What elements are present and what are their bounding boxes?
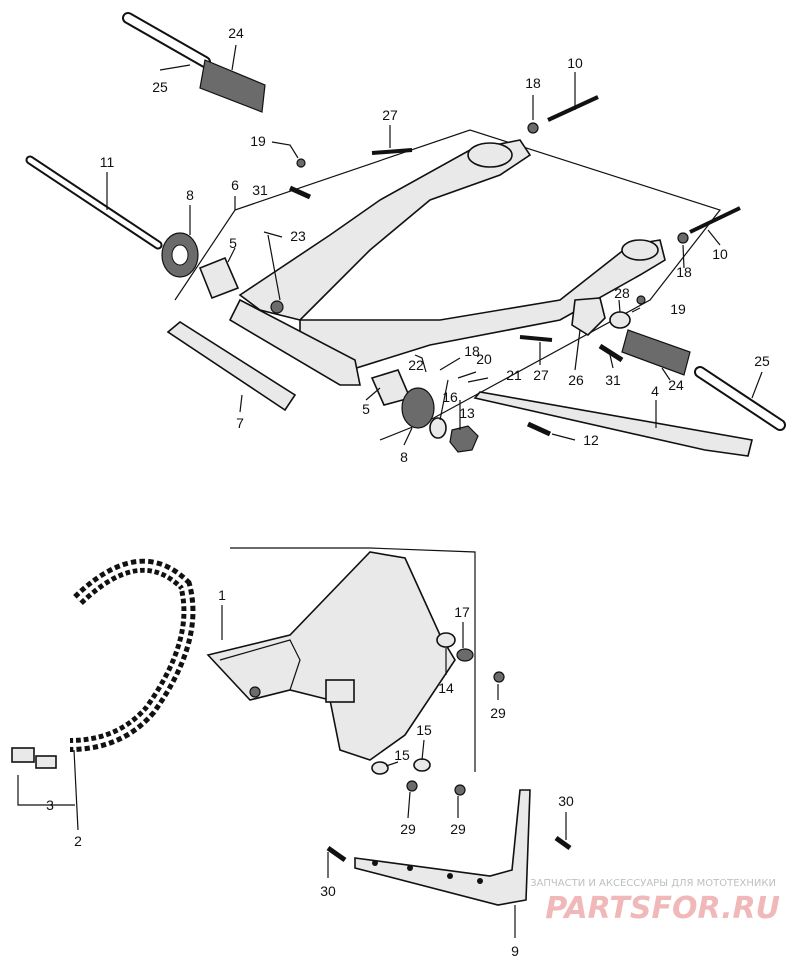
bolt-10-upper [547, 95, 599, 122]
callout-1: 1 [218, 587, 226, 603]
bolt-29a [493, 671, 505, 683]
callout-24: 24 [668, 377, 684, 393]
chain-guard [206, 551, 456, 761]
callout-29: 29 [450, 821, 466, 837]
bolt-30b [554, 835, 572, 851]
callout-12: 12 [583, 432, 599, 448]
callout-31: 31 [605, 372, 621, 388]
callout-14: 14 [438, 680, 454, 696]
callout-31: 31 [252, 182, 268, 198]
swing-arm [228, 139, 666, 386]
bolt-29c [454, 784, 466, 796]
bolt-12 [526, 421, 552, 437]
pin-27-lower [519, 335, 553, 342]
callout-19: 19 [670, 301, 686, 317]
callout-27: 27 [382, 107, 398, 123]
callout-2: 2 [74, 833, 82, 849]
callout-18: 18 [525, 75, 541, 91]
callout-29: 29 [490, 705, 506, 721]
callout-22: 22 [408, 357, 424, 373]
callout-28: 28 [614, 285, 630, 301]
upper-leaders [106, 44, 763, 446]
callout-17: 17 [454, 604, 470, 620]
bolt-30a [326, 845, 347, 863]
callout-27: 27 [533, 367, 549, 383]
callout-5: 5 [362, 401, 370, 417]
nut-19-upper [296, 158, 306, 168]
master-link [11, 747, 57, 769]
footpeg-left [122, 12, 266, 113]
washer-14 [436, 632, 456, 648]
callout-10: 10 [712, 246, 728, 262]
callout-16: 16 [442, 389, 458, 405]
callout-24: 24 [228, 25, 244, 41]
callout-8: 8 [400, 449, 408, 465]
chain-adjuster-4 [473, 391, 753, 457]
nut-19-lower [636, 295, 646, 305]
callout-15: 15 [394, 747, 410, 763]
watermark-brand: PARTSFOR.RU [545, 891, 780, 926]
callout-3: 3 [46, 797, 54, 813]
callout-19: 19 [250, 133, 266, 149]
callout-20: 20 [476, 351, 492, 367]
footpeg-right [621, 329, 786, 431]
slider-26 [571, 297, 606, 337]
callout-11: 11 [100, 154, 115, 170]
bolt-31-right [598, 343, 624, 363]
callout-29: 29 [400, 821, 416, 837]
callout-7: 7 [236, 415, 244, 431]
lower-leaders [17, 605, 567, 938]
collar-17 [456, 648, 474, 662]
callout-25: 25 [152, 79, 168, 95]
bolt-29b [406, 780, 418, 792]
pivot-collar [166, 321, 297, 412]
callout-23: 23 [290, 228, 306, 244]
callout-10: 10 [567, 55, 583, 71]
watermark-tagline: ЗАПЧАСТИ И АКСЕССУАРЫ ДЛЯ МОТОТЕХНИКИ [530, 878, 776, 889]
callout-30: 30 [320, 883, 336, 899]
bolt-31-left [288, 185, 312, 200]
pin-27-upper [371, 148, 413, 155]
pivot-bolt [25, 155, 163, 250]
callout-18: 18 [676, 264, 692, 280]
washer-16 [429, 417, 447, 439]
chain-guard-bracket [354, 789, 531, 906]
nut-18-upper [527, 122, 539, 134]
callout-21: 21 [506, 367, 522, 383]
washer-15a [371, 761, 389, 775]
washer-15b [413, 758, 431, 772]
bushing-left [198, 256, 240, 300]
callout-26: 26 [568, 372, 584, 388]
nut-18-lower [677, 232, 689, 244]
bolt-10-lower [689, 206, 741, 234]
callout-4: 4 [651, 383, 659, 399]
dust-seal-left [161, 232, 199, 278]
lower-assembly-outline [230, 547, 476, 772]
callout-9: 9 [511, 943, 519, 959]
callout-25: 25 [754, 353, 770, 369]
callout-30: 30 [558, 793, 574, 809]
callout-13: 13 [459, 405, 475, 421]
collar-28 [609, 311, 631, 329]
callout-6: 6 [231, 177, 239, 193]
nut-13 [449, 425, 479, 453]
dust-seal-right [401, 387, 435, 429]
callout-8: 8 [186, 187, 194, 203]
callout-18: 18 [464, 343, 480, 359]
callout-5: 5 [229, 235, 237, 251]
callout-15: 15 [416, 722, 432, 738]
